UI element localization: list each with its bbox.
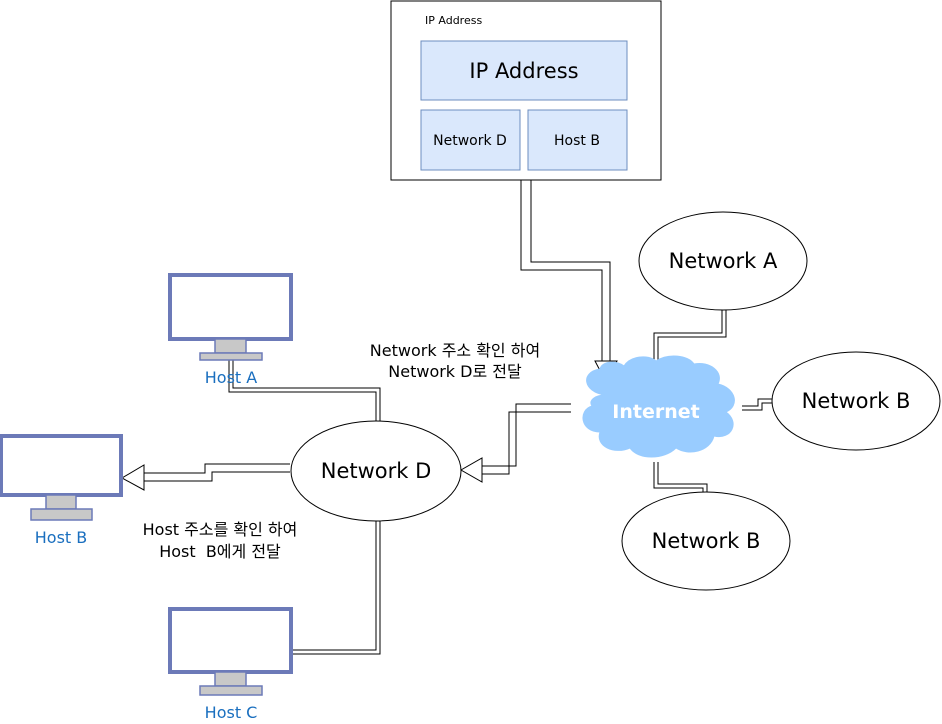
- network-part-cell: [420, 109, 521, 171]
- annotation-line: Network D로 전달: [388, 362, 522, 381]
- host-part-cell: [527, 109, 628, 171]
- network-a-node[interactable]: Network A: [638, 211, 808, 311]
- arrow-network-d-to-host-b: [120, 463, 290, 491]
- internet-cloud[interactable]: Internet: [582, 355, 735, 458]
- network-b-bottom-node[interactable]: Network B: [621, 491, 791, 591]
- host-b-label: Host B: [35, 528, 88, 547]
- ip-header-label: IP Address: [469, 59, 578, 83]
- link-host-a-network-d: [228, 360, 381, 421]
- annotation-line: Network 주소 확인 하여: [370, 341, 540, 360]
- network-part-label: Network D: [433, 133, 507, 149]
- annotation-to-network-d: Network 주소 확인 하여 Network D로 전달: [370, 341, 540, 381]
- network-d-label: Network D: [321, 459, 432, 483]
- host-c-monitor[interactable]: Host C: [168, 607, 293, 722]
- link-host-c-network-d: [292, 521, 381, 655]
- link-internet-network-b-right: [742, 398, 772, 411]
- annotation-line: Host 주소를 확인 하여: [143, 520, 298, 539]
- monitor-icon: [168, 273, 293, 361]
- network-b-right-node[interactable]: Network B: [771, 351, 941, 451]
- network-a-label: Network A: [669, 249, 778, 273]
- annotation-line: Host B에게 전달: [159, 542, 281, 561]
- host-c-label: Host C: [205, 703, 258, 722]
- annotation-to-host-b: Host 주소를 확인 하여 Host B에게 전달: [143, 520, 298, 561]
- ip-address-box[interactable]: IP Address IP Address Network D Host B: [390, 0, 662, 181]
- monitor-icon: [168, 607, 293, 696]
- arrow-internet-to-network-d: [459, 403, 571, 483]
- network-d-node[interactable]: Network D: [290, 420, 462, 522]
- link-internet-network-a: [653, 310, 727, 362]
- link-internet-network-b-bottom: [653, 462, 708, 494]
- ip-header-cell: [420, 40, 628, 101]
- host-part-label: Host B: [554, 133, 600, 149]
- host-a-monitor[interactable]: Host A: [168, 273, 293, 387]
- monitor-icon: [0, 434, 123, 521]
- host-a-label: Host A: [205, 368, 258, 387]
- host-b-monitor[interactable]: Host B: [0, 434, 123, 547]
- ip-box-caption: IP Address: [425, 14, 482, 27]
- internet-label: Internet: [612, 401, 699, 423]
- network-b-bottom-label: Network B: [652, 529, 761, 553]
- network-b-right-label: Network B: [802, 389, 911, 413]
